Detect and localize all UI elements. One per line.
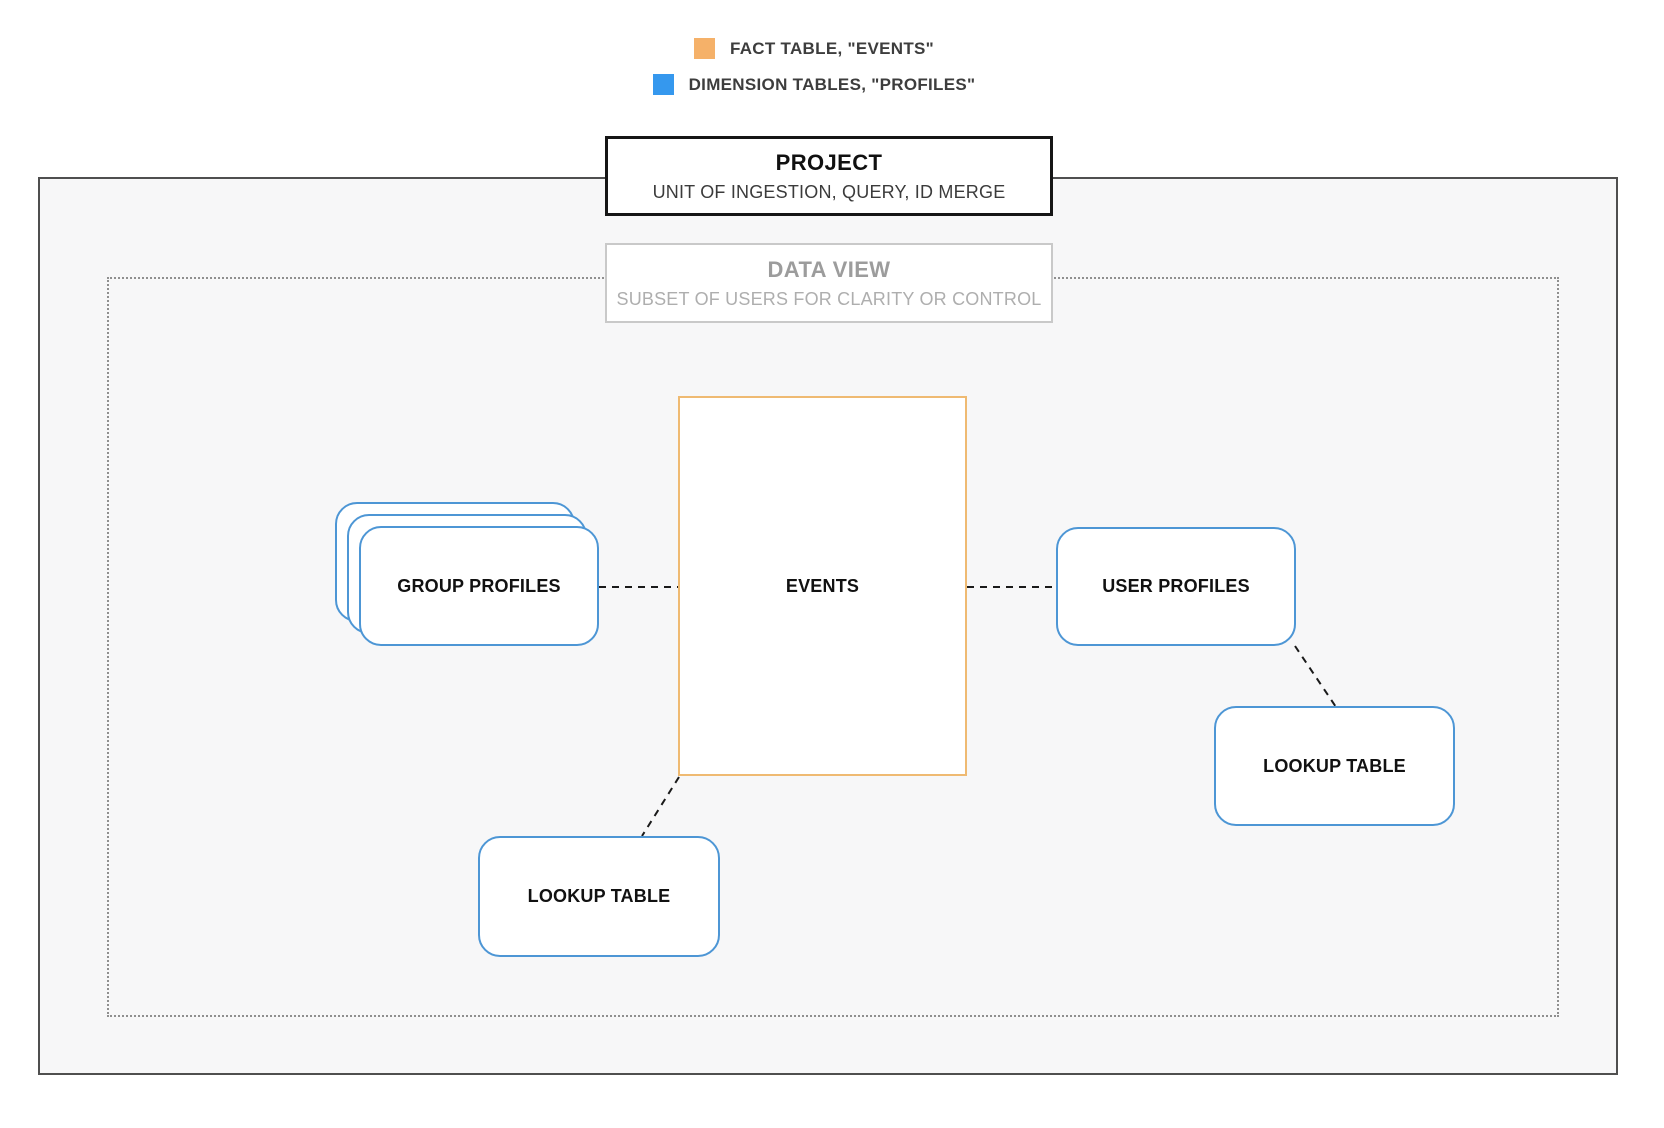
legend-label-dimension: DIMENSION TABLES, "PROFILES" [688, 74, 976, 94]
legend-item-fact: FACT TABLE, "EVENTS" [0, 38, 1628, 59]
data-view-title: DATA VIEW [767, 256, 891, 282]
data-view-banner: DATA VIEW SUBSET OF USERS FOR CLARITY OR… [605, 243, 1053, 323]
fact-table-swatch-icon [693, 38, 715, 59]
events-label: EVENTS [785, 575, 860, 596]
legend-label-fact: FACT TABLE, "EVENTS" [729, 38, 935, 58]
dimension-table-swatch-icon [652, 74, 674, 95]
node-events: EVENTS [678, 396, 967, 776]
node-lookup-table-bottom: LOOKUP TABLE [478, 836, 720, 957]
project-banner: PROJECT UNIT OF INGESTION, QUERY, ID MER… [605, 136, 1053, 216]
legend-item-dimension: DIMENSION TABLES, "PROFILES" [0, 74, 1628, 95]
group-profiles-label: GROUP PROFILES [397, 575, 561, 596]
node-group-profiles: GROUP PROFILES [359, 526, 599, 646]
edge-events-lookup-table [641, 776, 680, 837]
user-profiles-label: USER PROFILES [1102, 576, 1250, 596]
lookup-table-right-label: LOOKUP TABLE [1263, 755, 1406, 776]
node-lookup-table-right: LOOKUP TABLE [1214, 706, 1455, 826]
project-subtitle: UNIT OF INGESTION, QUERY, ID MERGE [652, 181, 1006, 202]
lookup-table-bottom-label: LOOKUP TABLE [527, 886, 671, 906]
edge-user-profiles-lookup-table [1294, 645, 1337, 708]
project-title: PROJECT [775, 149, 883, 175]
node-user-profiles: USER PROFILES [1056, 527, 1296, 646]
data-view-subtitle: SUBSET OF USERS FOR CLARITY OR CONTROL [616, 288, 1042, 309]
